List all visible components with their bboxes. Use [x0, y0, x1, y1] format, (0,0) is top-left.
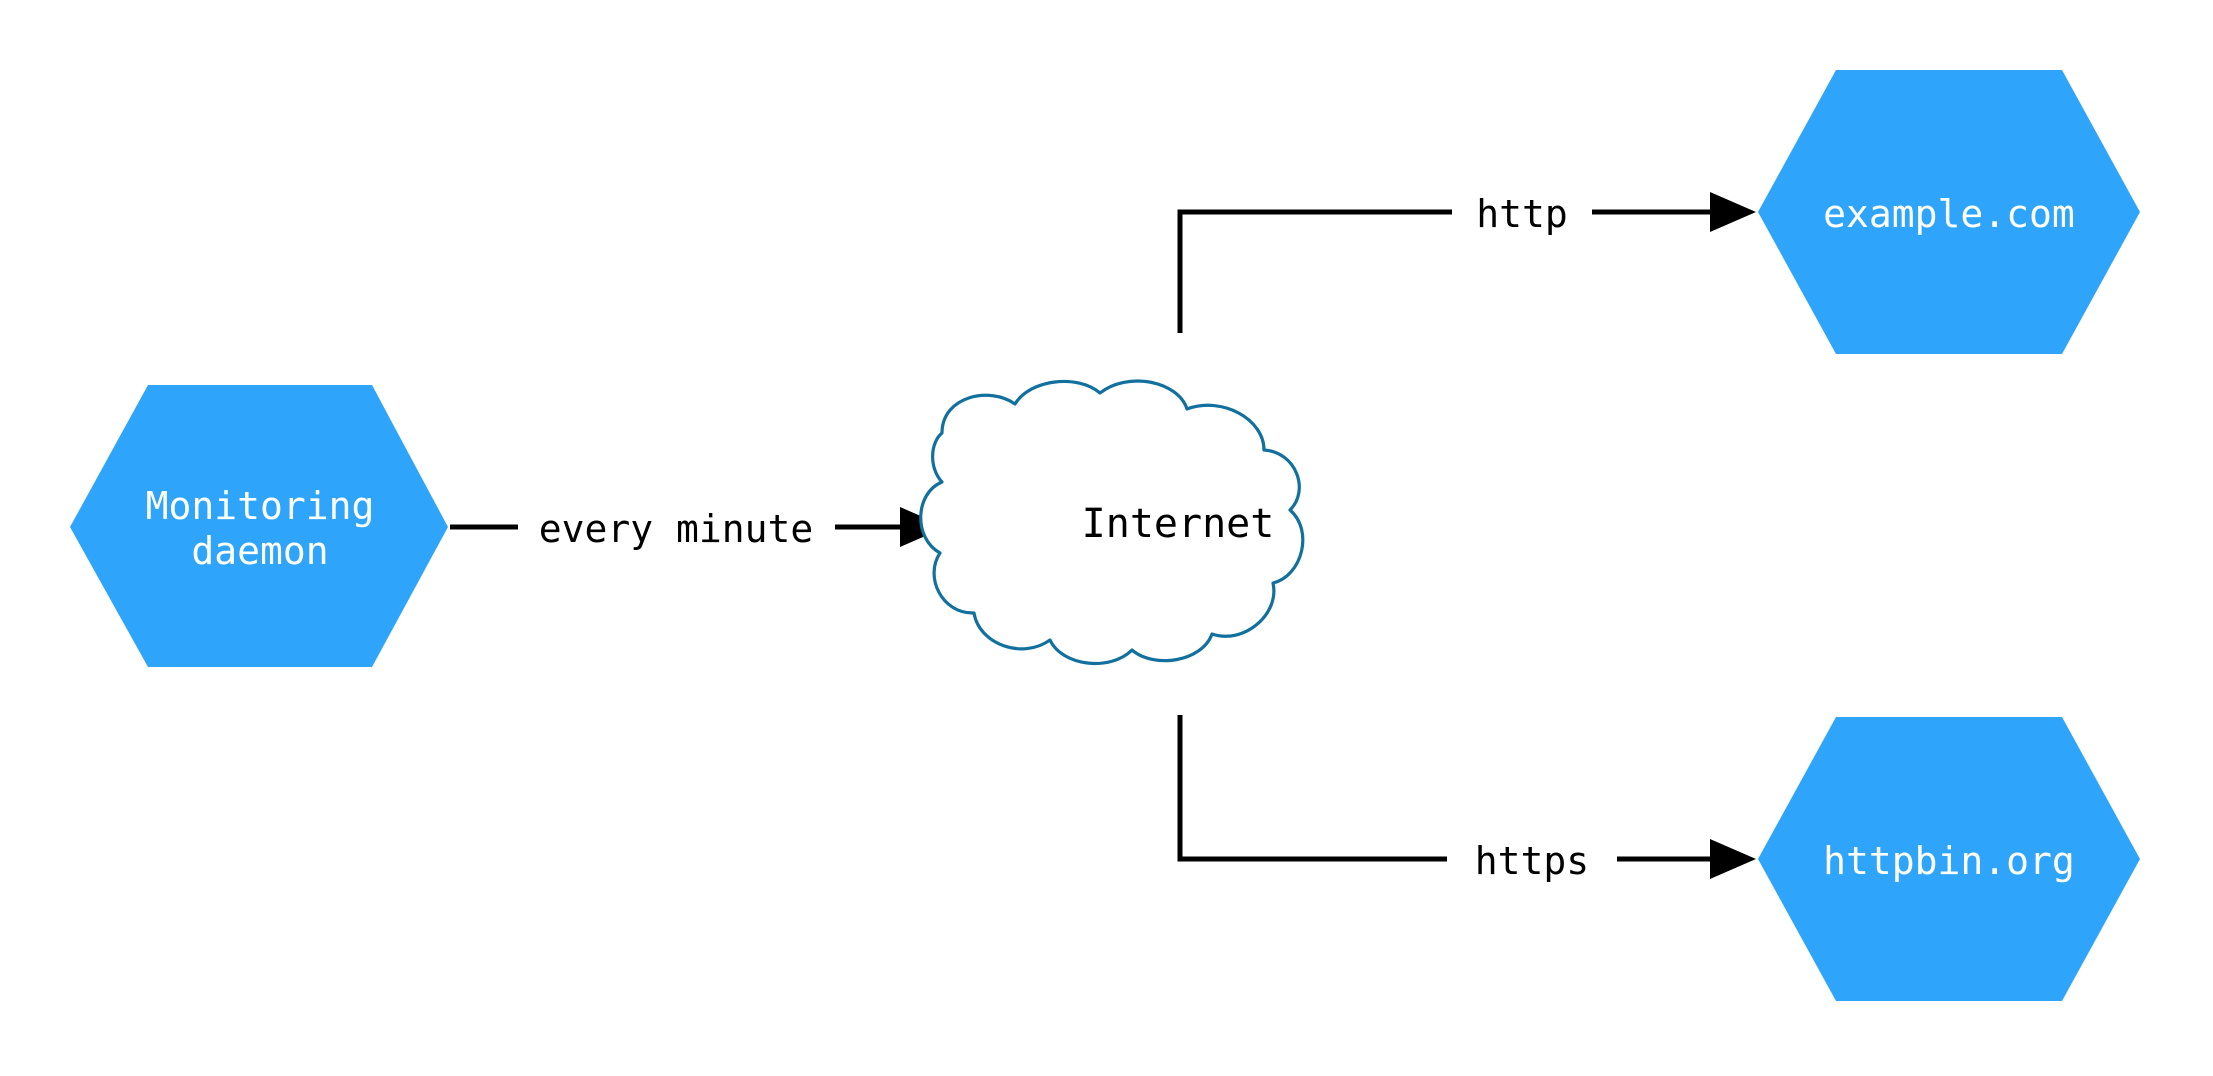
hexagon-shape [1758, 70, 2140, 354]
node-label-line-1: Monitoring [146, 484, 375, 528]
node-monitoring-daemon[interactable]: Monitoring daemon [70, 385, 448, 667]
edge-label-https: https [1475, 839, 1589, 883]
node-example-com[interactable]: example.com [1758, 70, 2140, 354]
cloud-shape [919, 379, 1305, 665]
edge-internet-to-httpbin: https [1177, 715, 1756, 883]
edge-label-http: http [1476, 192, 1568, 236]
edge-path-http-left [1177, 209, 1452, 333]
node-label-httpbin-org: httpbin.org [1823, 839, 2075, 883]
node-label-internet: Internet [1082, 501, 1275, 547]
node-httpbin-org[interactable]: httpbin.org [1758, 717, 2140, 1001]
node-label-line-2: daemon [191, 529, 328, 573]
hexagon-shape [70, 385, 448, 667]
edge-daemon-to-internet: every minute [450, 507, 946, 551]
edge-internet-to-example: http [1177, 192, 1756, 333]
node-internet[interactable]: Internet [919, 379, 1305, 665]
arrow-head-icon [1710, 192, 1756, 232]
arrow-head-icon [1710, 839, 1756, 879]
hexagon-shape [1758, 717, 2140, 1001]
edge-path-https-left [1177, 715, 1447, 862]
node-label-example-com: example.com [1823, 192, 2075, 236]
edge-label-every-minute: every minute [539, 507, 814, 551]
